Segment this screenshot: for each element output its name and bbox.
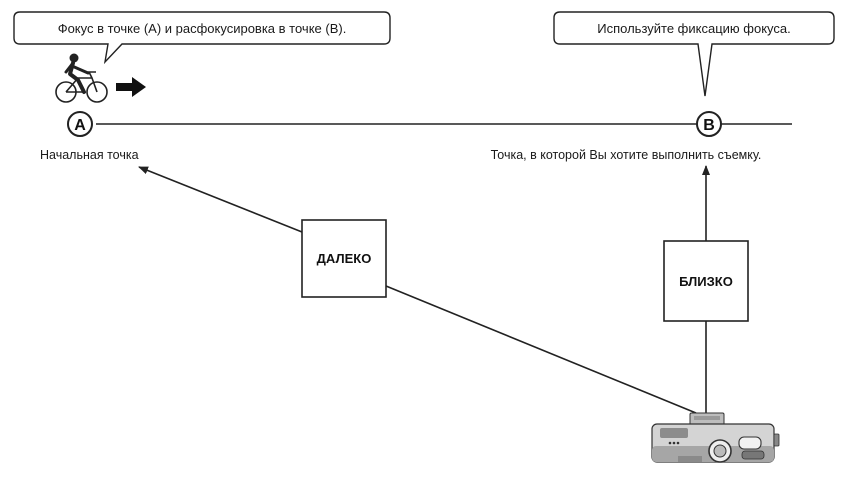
point-a-label: Начальная точка <box>40 148 139 162</box>
point-b-marker: B <box>696 111 722 137</box>
callout-right-bubble <box>553 11 835 97</box>
point-b-letter: B <box>703 117 715 134</box>
callout-right: Используйте фиксацию фокуса. <box>553 11 835 97</box>
callout-left-bubble <box>13 11 391 65</box>
far-focus-arrow <box>138 166 303 233</box>
point-a-letter: A <box>74 117 86 134</box>
far-focus-line <box>385 285 697 414</box>
far-box-label: ДАЛЕКО <box>317 251 372 266</box>
callout-right-text: Используйте фиксацию фокуса. <box>597 21 790 36</box>
near-box: БЛИЗКО <box>663 240 749 322</box>
point-a-marker: A <box>67 111 93 137</box>
near-box-label: БЛИЗКО <box>679 274 733 289</box>
callout-left-text: Фокус в точке (A) и расфокусировка в точ… <box>58 21 347 36</box>
point-b-label: Точка, в которой Вы хотите выполнить съе… <box>491 148 762 162</box>
right-arrow-icon <box>116 77 146 97</box>
callout-left: Фокус в точке (A) и расфокусировка в точ… <box>13 11 391 65</box>
camera-icon <box>651 412 780 463</box>
cyclist-icon <box>55 53 108 103</box>
far-box: ДАЛЕКО <box>301 219 387 298</box>
